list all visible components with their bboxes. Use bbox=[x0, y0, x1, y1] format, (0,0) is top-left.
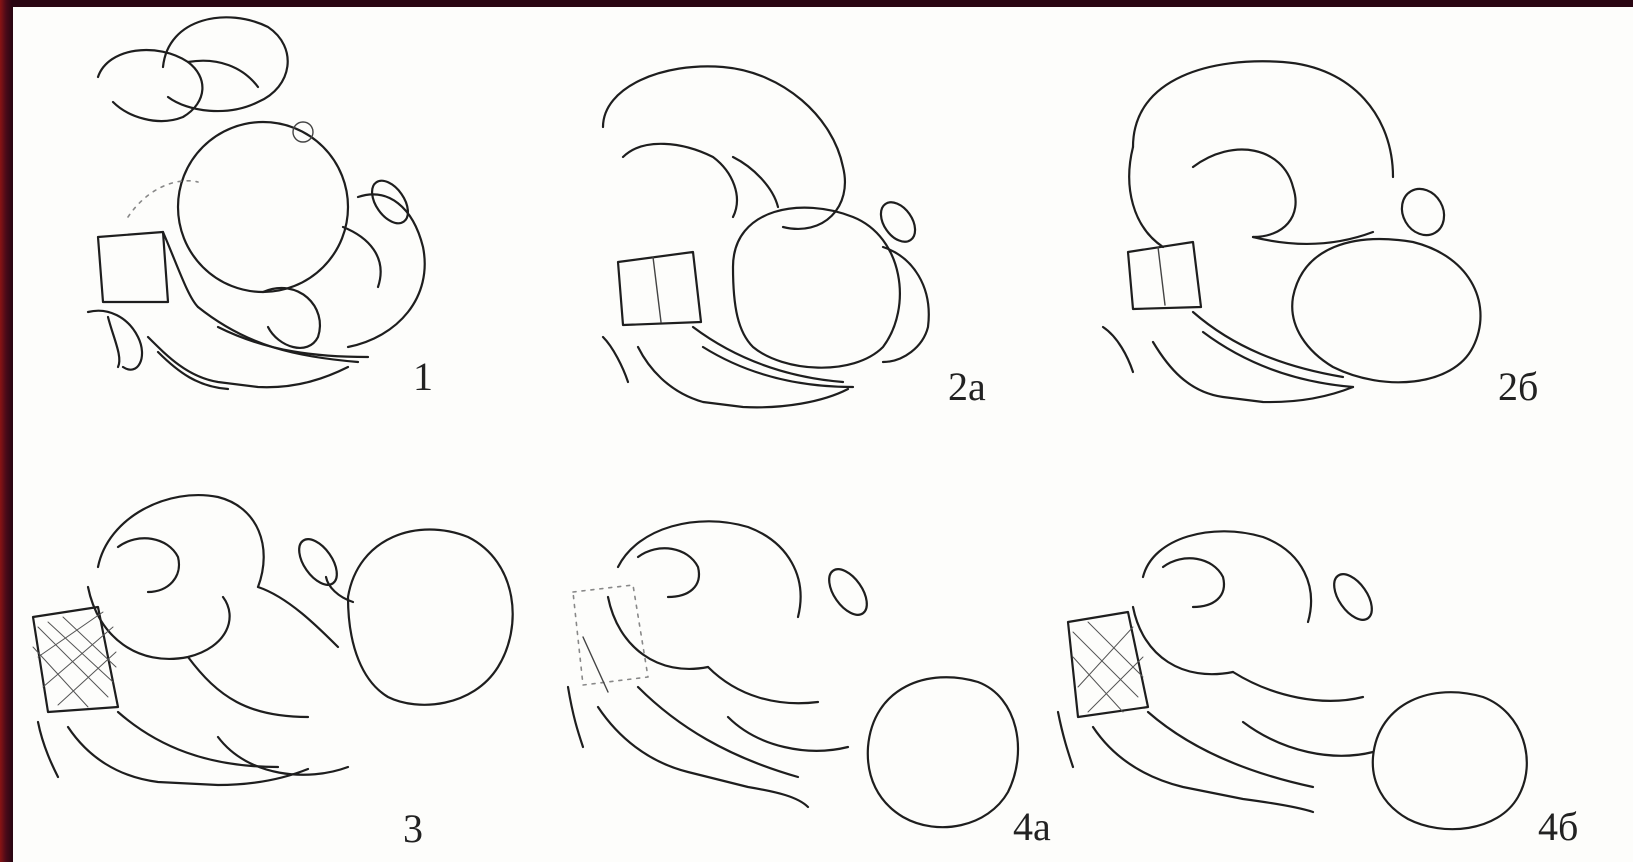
panel-3-label: 3 bbox=[403, 809, 423, 849]
panel-1: 1 bbox=[68, 7, 488, 407]
panel-2a-label: 2a bbox=[948, 367, 986, 407]
birth-stage-2a-drawing bbox=[583, 47, 1013, 417]
panel-4b-label: 4б bbox=[1538, 807, 1578, 847]
panel-4b: 4б bbox=[1043, 507, 1633, 862]
panel-2b: 2б bbox=[1093, 47, 1613, 427]
birth-stage-3-drawing bbox=[18, 477, 538, 857]
panel-4a: 4a bbox=[538, 507, 1038, 862]
panel-1-label: 1 bbox=[413, 357, 433, 397]
birth-stage-1-drawing bbox=[68, 7, 488, 407]
panel-2b-label: 2б bbox=[1498, 367, 1538, 407]
birth-stage-4a-drawing bbox=[538, 507, 1038, 862]
panel-3: 3 bbox=[18, 477, 538, 857]
panel-2a: 2a bbox=[583, 47, 1013, 417]
figure-sheet: 1 2a bbox=[13, 7, 1633, 862]
